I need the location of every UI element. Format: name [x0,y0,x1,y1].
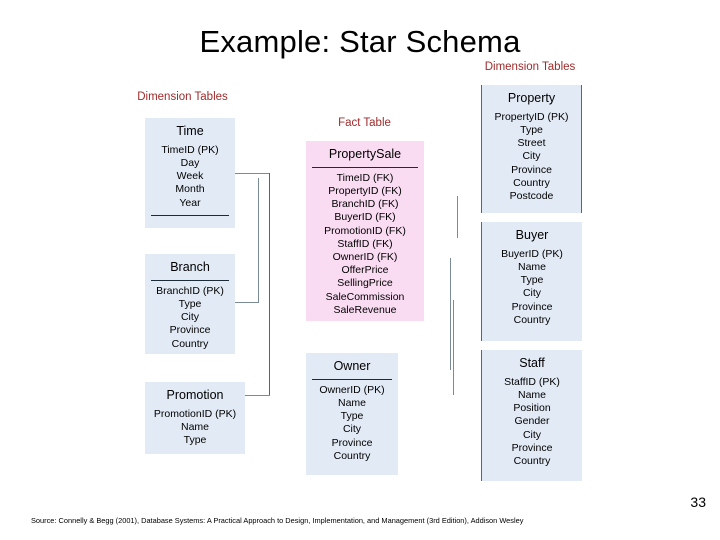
entity-table-promotion[interactable]: Promotion PromotionID (PK) Name Type [145,382,245,454]
field: PromotionID (FK) [324,224,406,237]
connector-time-horizontal [235,173,270,174]
field: City [522,150,541,163]
connector-promotion-horizontal [245,395,270,396]
field: SaleRevenue [333,303,397,316]
connector-promotion-vertical [269,225,270,395]
connector-branch-vertical [258,178,259,303]
entity-table-propertysale[interactable]: PropertySale TimeID (FK) PropertyID (FK)… [306,141,424,321]
field: Province [511,163,552,176]
caption-dimension-tables-left: Dimension Tables [137,91,228,103]
page-title: Example: Star Schema [199,24,521,59]
field: BuyerID (PK) [501,247,563,260]
field: PropertyID (FK) [328,184,402,197]
connector-staff-vertical [453,300,454,395]
entity-fields-promotion: PromotionID (PK) Name Type [145,408,245,452]
entity-fields-time: TimeID (PK) Day Week Month Year [145,144,235,214]
page-number: 33 [690,494,706,510]
field: Country [513,454,551,467]
entity-title-branch: Branch [170,260,210,274]
connector-branch-horizontal [235,302,259,303]
field: Name [180,420,209,433]
field: Type [520,123,543,136]
field: City [522,428,542,441]
field: SellingPrice [337,277,393,290]
field: Type [178,297,202,310]
entity-title-buyer: Buyer [515,228,549,242]
entity-table-staff[interactable]: Staff StaffID (PK) Name Position Gender … [481,350,582,481]
entity-title-property: Property [507,91,556,105]
field: City [342,423,362,436]
entity-header-rule-propertysale [312,166,418,168]
field: StaffID (FK) [337,237,393,250]
caption-fact-table: Fact Table [338,117,391,129]
connector-buyer-vertical [450,258,451,370]
entity-table-time[interactable]: Time TimeID (PK) Day Week Month Year [145,118,235,228]
field: Name [337,396,366,409]
field: Day [180,156,200,169]
field: Country [333,449,371,462]
entity-fields-owner: OwnerID (PK) Name Type City Province Cou… [306,384,398,467]
field: Country [513,313,551,326]
field: Year [179,196,201,209]
field: Postcode [509,189,554,202]
field: Name [517,260,546,273]
field: Country [513,176,550,189]
entity-table-buyer[interactable]: Buyer BuyerID (PK) Name Type City Provin… [481,222,582,341]
entity-title-staff: Staff [519,356,545,370]
entity-title-promotion: Promotion [166,388,224,402]
field: Street [517,137,546,150]
caption-dimension-tables-right: Dimension Tables [484,61,576,73]
field: Province [169,324,211,337]
source-citation: Source: Connelly & Begg (2001), Database… [31,516,524,525]
connector-property-vertical [457,196,458,238]
entity-title-propertysale: PropertySale [328,147,402,161]
entity-title-owner: Owner [333,359,371,373]
field: TimeID (FK) [336,171,394,184]
field: Name [517,388,546,401]
entity-fields-propertysale: TimeID (FK) PropertyID (FK) BranchID (FK… [306,172,424,321]
field: Type [520,274,544,287]
field: BranchID (FK) [331,198,399,211]
entity-table-property[interactable]: Property PropertyID (PK) Type Street Cit… [481,85,582,213]
entity-bottom-rule-time [151,214,229,216]
entity-header-rule-owner [312,378,392,380]
field: StaffID (PK) [504,375,560,388]
field: SaleCommission [325,290,405,303]
field: Position [513,402,551,415]
field: Type [183,434,207,447]
field: Province [331,436,373,449]
field: Week [176,170,204,183]
field: Gender [514,415,550,428]
entity-header-rule-branch [151,279,229,281]
entity-table-branch[interactable]: Branch BranchID (PK) Type City Province … [145,254,235,354]
connector-time-vertical [269,173,270,225]
entity-fields-branch: BranchID (PK) Type City Province Country [145,285,235,354]
entity-fields-staff: StaffID (PK) Name Position Gender City P… [482,376,582,472]
field: OfferPrice [341,264,389,277]
entity-fields-buyer: BuyerID (PK) Name Type City Province Cou… [482,248,582,331]
field: BranchID (PK) [156,284,224,297]
field: OwnerID (PK) [319,383,385,396]
field: TimeID (PK) [161,143,219,156]
field: BuyerID (FK) [334,211,396,224]
field: Country [171,337,209,350]
field: Province [511,441,553,454]
entity-table-owner[interactable]: Owner OwnerID (PK) Name Type City Provin… [306,353,398,475]
entity-fields-property: PropertyID (PK) Type Street City Provinc… [482,111,581,207]
field: PromotionID (PK) [153,407,237,420]
field: Type [340,410,364,423]
field: City [180,311,200,324]
field: City [522,287,542,300]
field: Province [511,300,553,313]
entity-title-time: Time [176,124,204,138]
field: Month [175,183,205,196]
field: OwnerID (FK) [332,250,398,263]
field: PropertyID (PK) [494,110,569,123]
